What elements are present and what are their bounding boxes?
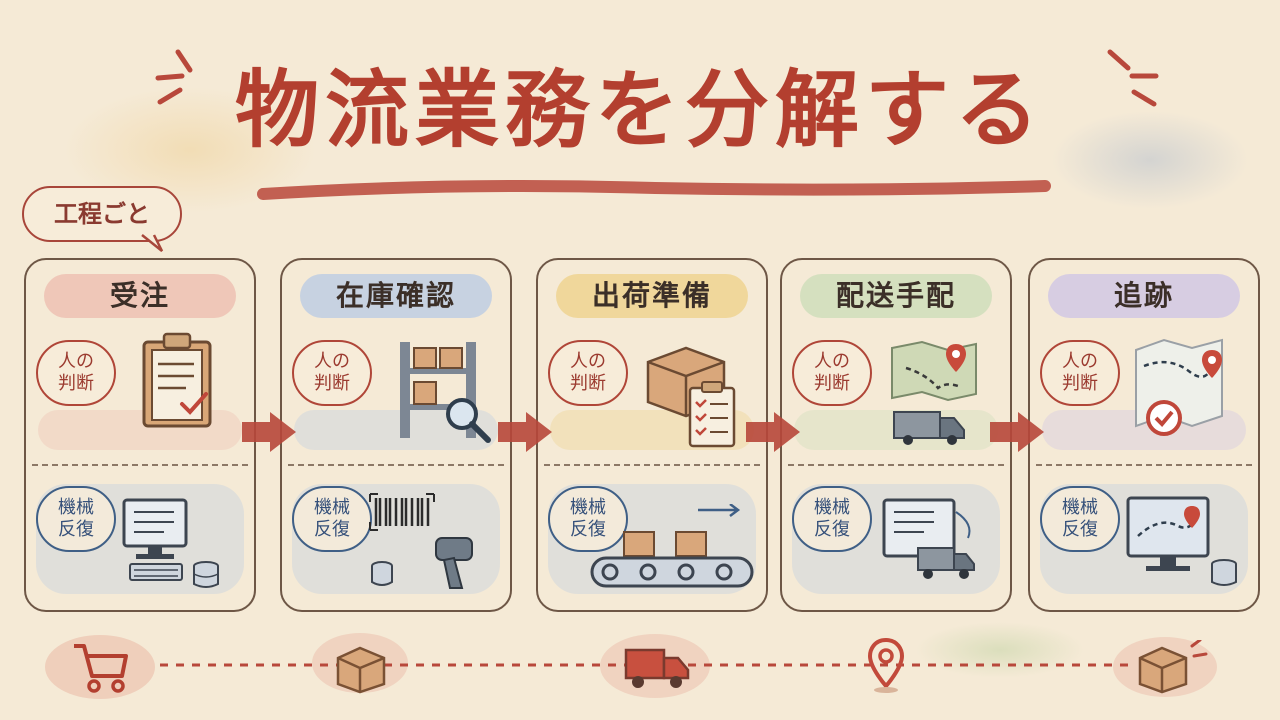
- machine-repeat-tag: 機械 反復: [1040, 486, 1120, 552]
- stage-card: 配送手配人の 判断機械 反復: [780, 258, 1012, 612]
- human-judgment-tag: 人の 判断: [292, 340, 372, 406]
- bubble-tail: [141, 234, 164, 252]
- sparkle-right-icon: [1107, 49, 1159, 107]
- location-pin-icon: [867, 637, 905, 693]
- monitor-truck-icon: [878, 494, 988, 594]
- box-icon: [1138, 640, 1208, 694]
- shelf-magnifier-icon: [396, 338, 492, 448]
- machine-repeat-tag: 機械 反復: [548, 486, 628, 552]
- box-icon: [336, 646, 386, 694]
- map-truck-icon: [886, 338, 986, 450]
- stage-title: 追跡: [1048, 274, 1240, 318]
- stage-title: 受注: [44, 274, 236, 318]
- stage-card: 在庫確認人の 判断機械 反復: [280, 258, 512, 612]
- process-label-bubble: 工程ごと: [22, 186, 182, 242]
- title-underline: [257, 180, 1051, 200]
- stage-card: 出荷準備人の 判断機械 反復: [536, 258, 768, 612]
- cart-icon: [74, 644, 128, 693]
- stage-title: 在庫確認: [300, 274, 492, 318]
- row-divider: [32, 464, 248, 466]
- conveyor-icon: [588, 503, 758, 598]
- stage-card: 受注人の 判断機械 反復: [24, 258, 256, 612]
- machine-repeat-tag: 機械 反復: [36, 486, 116, 552]
- map-route-check-icon: [1130, 336, 1230, 448]
- sparkle-left-icon: [155, 49, 193, 105]
- monitor-map-database-icon: [1120, 492, 1240, 596]
- stage-title: 出荷準備: [556, 274, 748, 318]
- truck-icon: [624, 648, 690, 688]
- human-judgment-tag: 人の 判断: [548, 340, 628, 406]
- stage-card: 追跡人の 判断機械 反復: [1028, 258, 1260, 612]
- row-divider: [1036, 464, 1252, 466]
- machine-repeat-tag: 機械 反復: [792, 486, 872, 552]
- stage-title: 配送手配: [800, 274, 992, 318]
- row-divider: [788, 464, 1004, 466]
- page-title: 物流業務を分解する: [235, 60, 1046, 159]
- barcode-scanner-icon: [366, 492, 486, 596]
- row-divider: [288, 464, 504, 466]
- computer-database-icon: [114, 494, 224, 594]
- row-divider: [544, 464, 760, 466]
- machine-repeat-tag: 機械 反復: [292, 486, 372, 552]
- clipboard-check-icon: [136, 332, 226, 436]
- box-checklist-icon: [642, 340, 742, 454]
- human-judgment-tag: 人の 判断: [1040, 340, 1120, 406]
- human-judgment-tag: 人の 判断: [792, 340, 872, 406]
- human-judgment-tag: 人の 判断: [36, 340, 116, 406]
